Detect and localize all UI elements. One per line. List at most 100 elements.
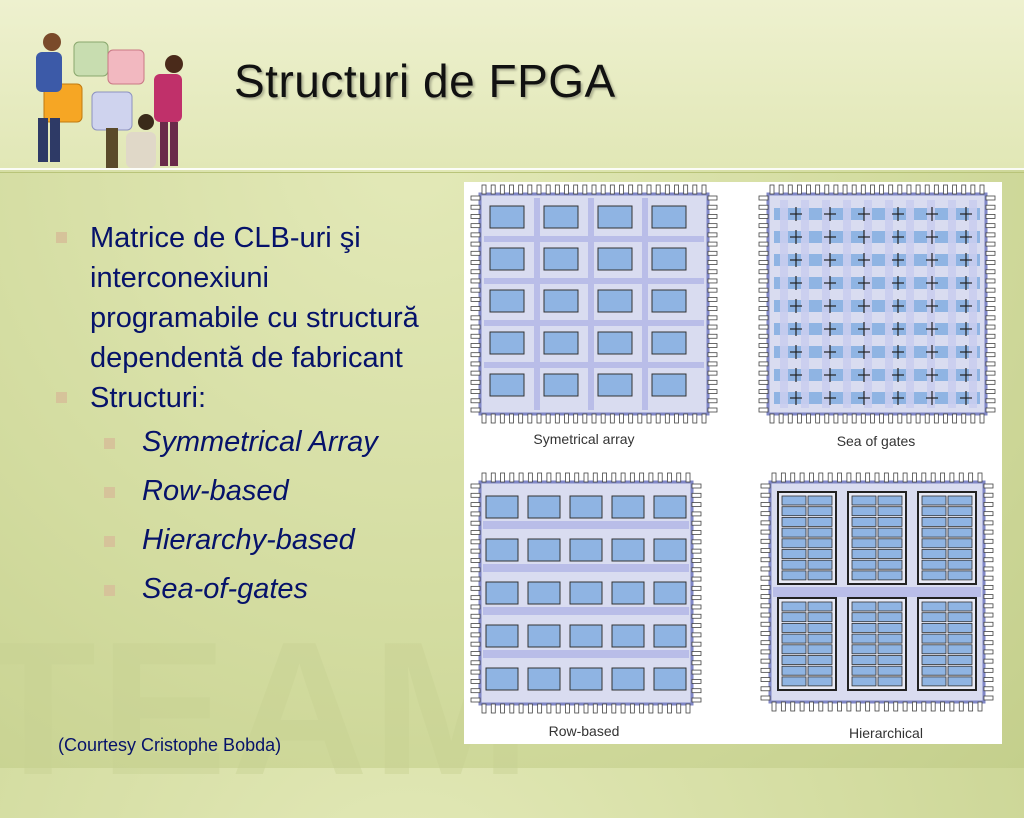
- bullet-square-icon: [104, 536, 115, 547]
- io-pin: [758, 379, 769, 385]
- io-pin: [518, 472, 524, 483]
- io-pin: [691, 558, 702, 563]
- sub-bullet-item: Hierarchy-based: [52, 516, 432, 565]
- sea-of-gates-diagram: [758, 184, 996, 424]
- io-pin: [691, 530, 702, 535]
- logic-cell: [851, 549, 877, 559]
- io-pin: [470, 241, 481, 247]
- logic-cell: [851, 495, 877, 506]
- io-pin: [691, 669, 702, 675]
- logic-cell: [807, 538, 833, 549]
- io-pin: [470, 632, 481, 638]
- io-pin: [952, 413, 958, 424]
- logic-cell: [947, 676, 973, 687]
- io-pin: [470, 398, 481, 404]
- io-pin: [470, 195, 481, 201]
- logic-block: [569, 538, 603, 562]
- io-pin: [470, 296, 481, 302]
- io-pin: [470, 678, 481, 684]
- io-pin: [883, 701, 889, 712]
- logic-cell: [807, 570, 833, 581]
- io-pin: [837, 472, 842, 483]
- logic-block: [527, 495, 561, 519]
- logic-cell: [807, 622, 833, 633]
- io-pin: [691, 502, 702, 508]
- gate-column: [906, 200, 914, 408]
- io-pin: [958, 472, 964, 483]
- logic-cell: [877, 549, 903, 559]
- io-pin: [691, 604, 702, 610]
- people-puzzle-clipart: [36, 33, 183, 168]
- logic-cell: [781, 676, 807, 687]
- io-pin: [893, 701, 899, 712]
- logic-cell: [807, 644, 833, 655]
- io-pin: [787, 413, 793, 424]
- logic-cell: [807, 676, 833, 687]
- io-pin: [470, 604, 481, 610]
- fpga-structures-figure: Symetrical array Sea of gates Row-based …: [464, 182, 1002, 744]
- io-pin: [639, 472, 645, 483]
- logic-cell: [807, 665, 833, 676]
- io-pin: [470, 548, 481, 554]
- bullet-text: Structuri:: [90, 382, 207, 414]
- routing-channel: [773, 587, 981, 597]
- io-pin: [983, 538, 994, 544]
- io-pin: [983, 483, 994, 489]
- logic-cell: [947, 495, 973, 506]
- io-pin: [760, 575, 771, 581]
- logic-block: [611, 495, 645, 519]
- io-pin: [470, 576, 481, 582]
- io-pin: [518, 703, 524, 714]
- row-based-diagram: [470, 472, 702, 714]
- bullet-square-icon: [56, 392, 67, 403]
- io-pin: [655, 413, 661, 424]
- io-pin: [628, 413, 634, 424]
- io-pin: [691, 520, 702, 526]
- io-pin: [499, 184, 505, 195]
- io-pin: [664, 413, 670, 424]
- io-pin: [509, 184, 514, 195]
- io-pin: [985, 250, 996, 256]
- io-pin: [827, 701, 833, 712]
- io-pin: [592, 472, 598, 483]
- logic-block: [485, 538, 519, 562]
- io-pin: [707, 287, 718, 293]
- io-pin: [707, 296, 718, 302]
- io-pin: [500, 472, 505, 483]
- io-pin: [470, 333, 481, 339]
- io-pin: [983, 677, 994, 682]
- logic-block: [485, 495, 519, 519]
- bullet-item: Structuri: Symmetrical Array Row-based H…: [52, 378, 432, 614]
- io-pin: [985, 407, 996, 413]
- io-pin: [780, 701, 786, 712]
- io-pin: [985, 287, 996, 293]
- logic-cell: [807, 655, 833, 665]
- io-pin: [691, 641, 702, 647]
- io-pin: [758, 278, 769, 284]
- io-pin: [983, 603, 994, 609]
- io-pin: [490, 703, 496, 714]
- logic-block: [611, 581, 645, 605]
- caption-row-based: Row-based: [549, 723, 620, 739]
- io-pin: [790, 472, 796, 483]
- io-pin: [985, 204, 996, 210]
- sub-bullet-text: Sea-of-gates: [142, 573, 309, 605]
- io-pin: [707, 352, 718, 358]
- logic-cell: [921, 601, 947, 612]
- io-pin: [691, 651, 702, 656]
- logic-cell: [877, 622, 903, 633]
- io-pin: [985, 223, 996, 229]
- io-pin: [985, 278, 996, 284]
- logic-cell: [947, 527, 973, 538]
- cluster-block: [847, 597, 907, 691]
- logic-cell: [781, 527, 807, 538]
- io-pin: [915, 413, 921, 424]
- logic-cell: [921, 506, 947, 517]
- io-pin: [692, 184, 698, 195]
- io-pin: [707, 269, 718, 275]
- io-pin: [979, 184, 985, 195]
- io-pin: [983, 621, 994, 627]
- hierarchical-diagram: [760, 472, 994, 712]
- io-pin: [921, 472, 927, 483]
- io-pin: [796, 413, 802, 424]
